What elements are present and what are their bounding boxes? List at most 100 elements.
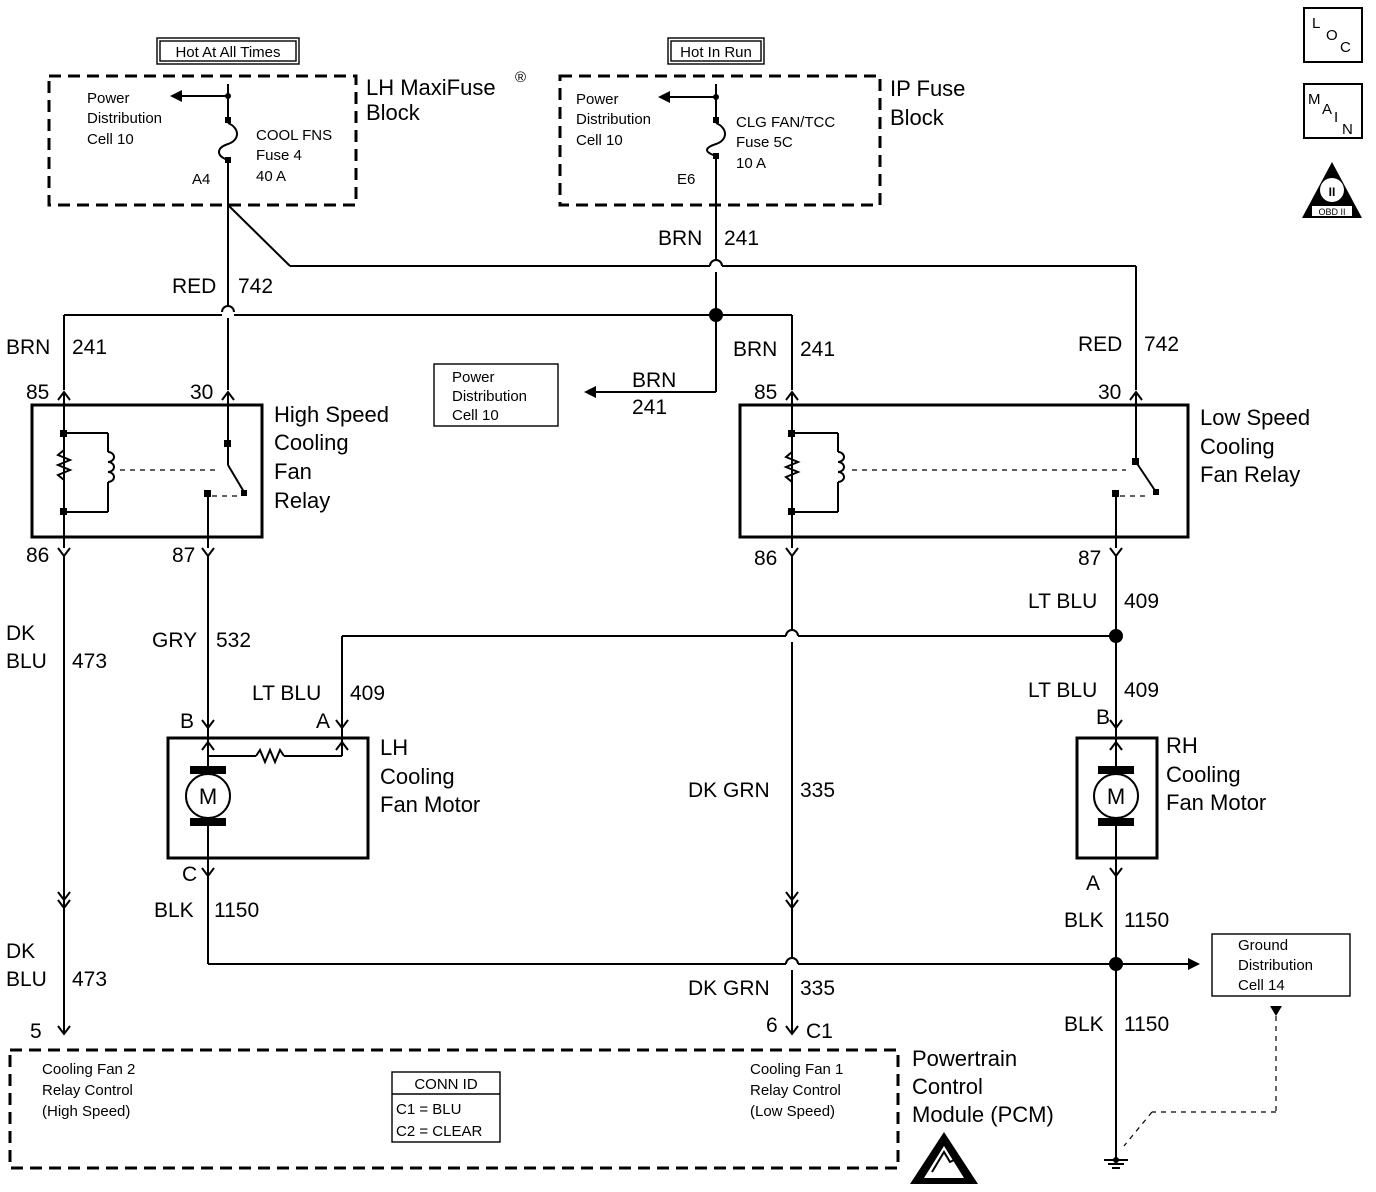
high-speed-relay-line4-label: Relay [274, 488, 330, 513]
pcm-pin-5-label: 5 [30, 1020, 42, 1043]
ground-dashed-link [1123, 1006, 1282, 1147]
lower-wiring [57, 556, 1200, 1160]
lh-maxifuse-title-line1-label: LH MaxiFuse [366, 75, 496, 100]
low-speed-relay-pin-85-label: 85 [754, 381, 777, 404]
lh-motor-pin-a-label: A [316, 710, 330, 733]
rh-motor-pin-a-label: A [1086, 872, 1100, 895]
lh-motor-pin-b-label: B [180, 710, 194, 733]
main-nav-icon[interactable]: M A I N [1303, 83, 1363, 139]
wires-brn-241-pd-color-label: BRN [632, 369, 676, 392]
pcm-pin-6-label: 6 [766, 1014, 778, 1037]
lh-maxifuse-terminal-label: A4 [192, 171, 210, 188]
wires-dkblu-473-b-num-label: 473 [72, 968, 107, 991]
lh-cooling-fan-motor: LH Cooling Fan Motor B A C M [166, 710, 480, 886]
pcm-conn-id-title-label: CONN ID [414, 1076, 478, 1093]
low-speed-relay-pin-30-label: 30 [1098, 381, 1121, 404]
ip-fuse-pd-line3-label: Cell 10 [576, 132, 623, 149]
high-speed-relay-pin-86-label: 86 [26, 544, 49, 567]
lh-maxifuse-block: LH MaxiFuse ® Block Power Distribution C… [47, 69, 526, 207]
obd-ii-icon[interactable]: II OBD II [1302, 162, 1362, 218]
wires-dkblu-473-a-color1-label: DK [6, 622, 35, 645]
wires-blk-1150-r2-num-label: 1150 [1124, 1013, 1169, 1036]
ip-fuse-fuse-line1-label: CLG FAN/TCC [736, 114, 835, 131]
upper-wiring [63, 204, 1137, 398]
wires-brn-241-left-color-label: BRN [6, 336, 50, 359]
pcm-ctrl2-line3-label: (High Speed) [42, 1103, 130, 1120]
wires-ltblu-409-r1-num-label: 409 [1124, 590, 1159, 613]
wires-red-742-left-num-label: 742 [238, 275, 273, 298]
lh-motor-line1-label: LH [380, 735, 408, 760]
rh-motor-symbol-label: M [1107, 784, 1125, 809]
ip-fuse-terminal-label: E6 [677, 171, 695, 188]
lh-maxifuse-pd-line2-label: Distribution [87, 110, 162, 127]
wires-red-742-right-num-label: 742 [1144, 333, 1179, 356]
lh-motor-symbol-label: M [199, 784, 217, 809]
lh-maxifuse-title-sup-label: ® [515, 69, 526, 86]
wires-brn-241-top-num-label: 241 [724, 227, 759, 250]
pcm-ctrl1-line1-label: Cooling Fan 1 [750, 1061, 843, 1078]
pcm-block: Powertrain Control Module (PCM) 5 6 C1 C… [8, 1014, 1054, 1170]
ip-fuse-block: IP Fuse Block Power Distribution Cell 10… [558, 74, 965, 207]
wires-brn-241-mid-color-label: BRN [733, 338, 777, 361]
wires-red-742-left-color-label: RED [172, 275, 216, 298]
esd-warning-icon [910, 1132, 978, 1184]
nav-icons-main-i-label: I [1334, 109, 1338, 126]
ground-icon [1104, 1157, 1128, 1169]
low-speed-relay-line2-label: Cooling [1200, 434, 1275, 459]
ip-fuse-pd-line1-label: Power [576, 91, 619, 108]
wires-blk-1150-lh-color-label: BLK [154, 899, 194, 922]
ground-dist-line2-label: Distribution [1238, 957, 1313, 974]
wires-dkblu-473-b-color1-label: DK [6, 940, 35, 963]
wires-ltblu-409-r1-color-label: LT BLU [1028, 590, 1097, 613]
nav-icons-loc-o-label: O [1326, 27, 1338, 44]
pcm-ctrl1-line3-label: (Low Speed) [750, 1103, 835, 1120]
lh-motor-pin-c-label: C [182, 863, 197, 886]
loc-nav-icon[interactable]: L O C [1303, 7, 1363, 63]
low-speed-relay-line3-label: Fan Relay [1200, 462, 1300, 487]
high-speed-relay-line3-label: Fan [274, 459, 312, 484]
nav-icons-main-m-label: M [1308, 91, 1321, 108]
pcm-title-line1-label: Powertrain [912, 1046, 1017, 1071]
low-speed-relay: Low Speed Cooling Fan Relay 85 30 86 87 [738, 381, 1310, 570]
wires-blk-1150-r2-color-label: BLK [1064, 1013, 1104, 1036]
nav-icons-loc-l-label: L [1312, 15, 1320, 32]
lh-motor-line2-label: Cooling [380, 764, 455, 789]
wires-ltblu-409-lh-num-label: 409 [350, 682, 385, 705]
pcm-title-line2-label: Control [912, 1074, 983, 1099]
pcm-title-line3-label: Module (PCM) [912, 1102, 1054, 1127]
pcm-conn-id-c2-label: C2 = CLEAR [396, 1123, 482, 1140]
nav-icons-obd-label-label: OBD II [1318, 207, 1345, 217]
wires-gry-532-num-label: 532 [216, 629, 251, 652]
ip-fuse-title-line2-label: Block [890, 105, 945, 130]
rh-motor-line2-label: Cooling [1166, 762, 1241, 787]
power-dist-box-line1-label: Power [452, 369, 495, 386]
lh-motor-line3-label: Fan Motor [380, 792, 480, 817]
power-dist-box-line3-label: Cell 10 [452, 407, 499, 424]
high-speed-relay: High Speed Cooling Fan Relay 85 30 86 87 [26, 381, 389, 567]
wires-dkblu-473-a-color2-label: BLU [6, 650, 47, 673]
wires-dkblu-473-b-color2-label: BLU [6, 968, 47, 991]
lh-maxifuse-fuse-line2-label: Fuse 4 [256, 147, 302, 164]
wires-brn-241-left-num-label: 241 [72, 336, 107, 359]
ground-dist-line3-label: Cell 14 [1238, 977, 1285, 994]
lh-maxifuse-title-line2-label: Block [366, 100, 421, 125]
high-speed-relay-line1-label: High Speed [274, 402, 389, 427]
wires-dkgrn-335-b-num-label: 335 [800, 977, 835, 1000]
wires-blk-1150-r1-num-label: 1150 [1124, 909, 1169, 932]
wires-dkblu-473-a-num-label: 473 [72, 650, 107, 673]
wires-ltblu-409-r2-color-label: LT BLU [1028, 679, 1097, 702]
wires-dkgrn-335-b-color-label: DK GRN [688, 977, 770, 1000]
wires-blk-1150-lh-num-label: 1150 [214, 899, 259, 922]
nav-icons-main-n-label: N [1342, 121, 1353, 138]
wires-dkgrn-335-a-color-label: DK GRN [688, 779, 770, 802]
high-speed-relay-pin-30-label: 30 [190, 381, 213, 404]
wires-brn-241-pd-num-label: 241 [632, 396, 667, 419]
ip-fuse-pd-line2-label: Distribution [576, 111, 651, 128]
wires-blk-1150-r1-color-label: BLK [1064, 909, 1104, 932]
high-speed-relay-pin-87-label: 87 [172, 544, 195, 567]
wires-brn-241-top-color-label: BRN [658, 227, 702, 250]
lh-maxifuse-fuse-line3-label: 40 A [256, 168, 286, 185]
header-labels-hot-in-run-label: Hot In Run [680, 44, 752, 61]
pcm-ctrl2-line2-label: Relay Control [42, 1082, 133, 1099]
